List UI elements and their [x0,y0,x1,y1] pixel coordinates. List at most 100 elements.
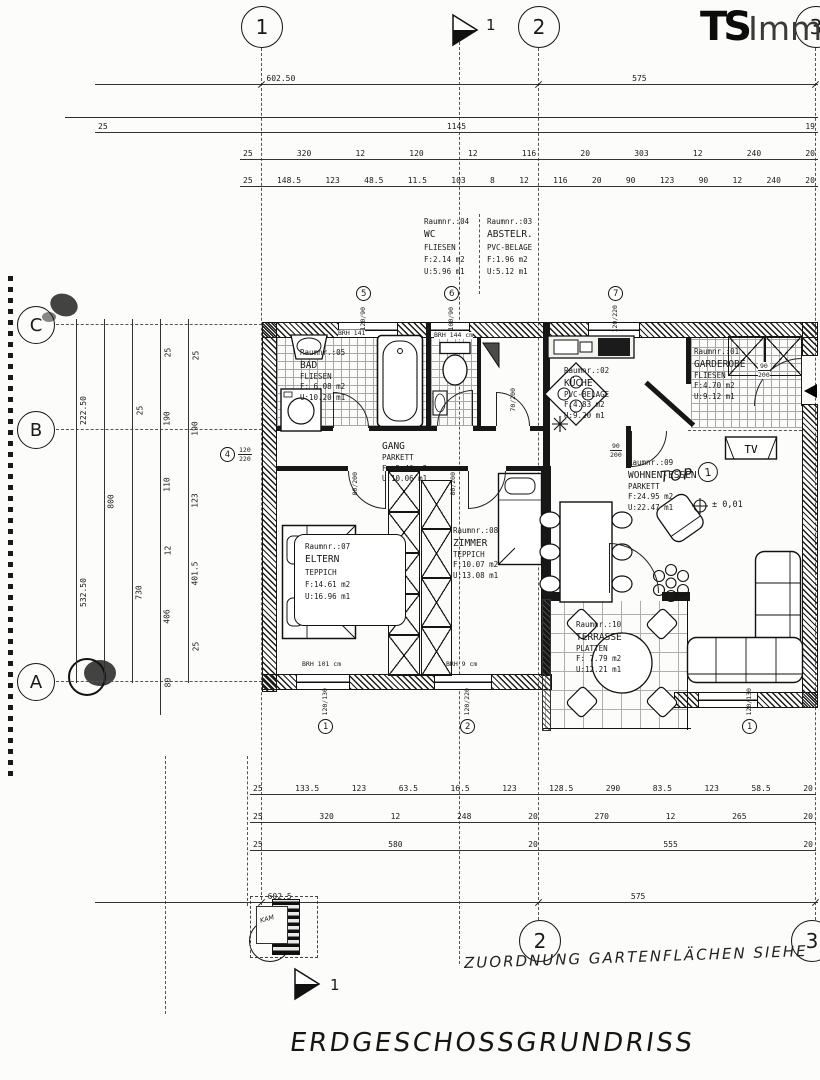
scan-edge-strip [8,276,13,776]
brh-label-eltern: BRH 101 cm [302,660,342,668]
svg-text:TV: TV [744,443,758,456]
unit-label-text: TOP [659,464,694,486]
washing-machine [280,388,322,432]
dim-label: 8 [490,176,495,185]
wall-bad-wc [426,322,431,428]
axis-circle-left-B: B [17,411,55,449]
annotation-line: KÜCHE [564,377,593,389]
dim-label: 123 [325,176,340,185]
window-size-label: 100/90 [447,306,456,331]
axis-label: B [29,419,43,441]
dim-label: 320 [319,812,334,821]
window-marker-top: 6 100/90 [440,286,463,330]
dim-label: 532.50 [79,577,88,607]
dim-label: 12 [390,812,401,821]
grid-line-axisB [56,429,262,430]
wall-exterior-top [262,322,818,338]
sofa-horizontal [686,636,804,684]
dim-label: 16.5 [450,784,470,793]
axis-circle-bottom-2: 2 [519,920,561,962]
wall-exterior-right-lower [802,404,818,708]
window-marker-top: 7 120/220 [602,286,629,332]
dim-label: 120 [409,149,424,158]
door-swing-terrace [609,543,659,593]
door-number-circle: 4 [220,447,235,463]
shaft-hatch [482,342,500,369]
dim-label: 12 [692,149,703,158]
dim-label: 1145 [446,122,467,131]
dim-label: 25 [253,812,263,821]
axis-circle-top-1: 1 [241,6,283,48]
dim-label: 555 [663,840,678,849]
annotation-line: U:5.96 m1 [424,266,465,276]
door-size-label: 120 220 [238,446,252,463]
annotation-line: TEPPICH [453,549,485,559]
wall-wc-abstell [477,338,481,428]
door-size-top: 120 [238,446,252,456]
window-marker-bottom: 120/220 2 [454,688,481,735]
dim-label: 83.5 [652,784,672,793]
wall-exterior-right-upper [802,322,818,356]
washbasin [290,334,328,360]
handwritten-note: ZUORDNUNG GARTENFLÄCHEN SIEHE [463,942,808,972]
section-flag-icon [294,967,321,1001]
dim-label: 25 [243,149,253,158]
dim-label: 103 [451,176,466,185]
brh-label-zimmer: BRH 9 cm [446,660,478,668]
door-size-top: 90 [610,442,622,452]
logo: TSImmo [700,4,820,50]
dim-label: 190 [163,410,173,426]
bathtub [376,334,424,428]
annotation-line: GANG [382,441,405,452]
dim-label: 190 [191,420,201,436]
annotation-line: F:1.96 m2 [487,254,528,264]
axis-label: 2 [532,15,546,39]
detail-inner-box [256,906,288,944]
annotation-line: PVC-BELAGE [564,389,610,399]
window-kueche [588,322,640,338]
dim-label: 19 [805,122,815,131]
window-marker-top: 5 120/90 [352,286,375,330]
level-mark-icon [692,498,708,514]
dim-label: 20 [803,840,813,849]
dim-label: 90 [625,176,636,185]
armchair [656,493,704,543]
window-marker-bottom: 120/130 1 [312,688,339,735]
dim-label: 248 [456,812,472,821]
dim-label: 270 [594,812,609,821]
floor-change-line [688,430,802,431]
dim-label: 80 [162,677,172,687]
dim-label: 116 [553,176,568,185]
dim-label: 575 [632,74,647,83]
annotation-line: FLIESEN [300,371,332,381]
annotation-line: U:22.47 m1 [628,502,674,512]
dim-label: 20 [528,840,538,849]
brh-label-bad: BRH 141 [338,329,366,338]
entry-arrow-icon [804,384,817,398]
annotation-line: Raumnr.:09 [628,458,674,467]
annotation-line: PLATTEN [576,643,608,653]
annotation-line: BAD [300,359,318,371]
annotation-line: U:9.20 m1 [564,410,605,420]
dim-label: 25 [253,840,263,849]
kitchen-unit [546,335,635,432]
grid-line-axisC [56,324,262,325]
window-number-circle: 7 [608,286,624,301]
window-size-label: 120/220 [462,688,471,716]
door-size-abstell: 70/200 [509,387,518,412]
annotation-line: Raumnr.:08 [453,526,499,535]
dim-label: 12 [665,812,676,821]
dim-label: 148.5 [276,176,302,185]
wall-garderobe-west [686,338,691,384]
door-marker-left: 4 120 220 [220,446,252,463]
window-number-circle: 1 [318,719,334,735]
annotation-line: U:10.06 m1 [382,474,428,484]
unit-number: 1 [703,465,713,479]
wall-gang-south [386,466,468,471]
